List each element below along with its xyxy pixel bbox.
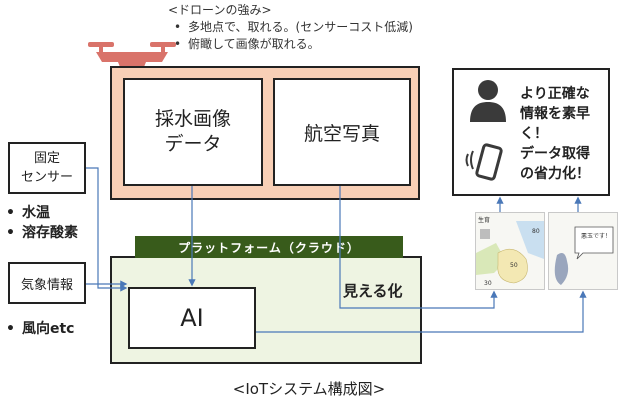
arrow-sensor-to-ai (86, 167, 128, 292)
weather-info-box: 気象情報 (8, 262, 86, 304)
weather-label: 気象情報 (20, 277, 73, 293)
vibration-icon (465, 150, 474, 170)
growth-map-drawing: 生育 80 50 30 (476, 216, 544, 287)
person-icon (470, 80, 506, 122)
sensor-line2: センサー (20, 170, 73, 185)
map1-label: 30 (484, 280, 492, 287)
arrow-aerial-to-map (339, 186, 498, 309)
growth-map-thumbnail: 生育 80 50 30 (475, 212, 545, 290)
list-item: •水温 (6, 205, 50, 221)
diagram-caption: <IoTシステム構成図> (232, 380, 386, 398)
smartphone-icon (465, 143, 503, 181)
platform-header-bar: プラットフォーム（クラウド） (135, 236, 403, 258)
water-card-line1: 採水画像 (154, 108, 231, 130)
platform-label: プラットフォーム（クラウド） (178, 240, 360, 255)
sensor-measurements-list: •水温 •溶存酸素 (6, 203, 78, 243)
pest-map-thumbnail: 悪玉です！ (548, 212, 618, 290)
aerial-card-label: 航空写真 (303, 122, 380, 145)
water-sample-image-card: 採水画像 データ (123, 78, 263, 186)
drone-strengths-notes: <ドローンの強み> •多地点で、取れる。(センサーコスト低減) •俯瞰して画像が… (168, 2, 413, 53)
drone-strength-item: •俯瞰して画像が取れる。 (174, 37, 320, 51)
sensor-line1: 固定 (33, 151, 60, 166)
list-item: •風向etc (6, 321, 75, 337)
fixed-sensor-box: 固定 センサー (8, 142, 86, 194)
weather-measurements-list: •風向etc (6, 319, 75, 339)
visualization-label: 見える化 (343, 282, 403, 300)
ai-box: AI (128, 287, 256, 349)
map1-title: 生育 (478, 216, 490, 224)
aerial-photo-card: 航空写真 (273, 78, 411, 186)
result-text: より正確な 情報を素早 く！ データ取得 の省力化！ (520, 86, 590, 182)
water-card-line2: データ (164, 133, 222, 155)
ai-label: AI (180, 304, 204, 332)
map2-bubble: 悪玉です！ (581, 233, 611, 240)
arrow-ai-to-map (256, 290, 587, 333)
map1-label: 80 (532, 228, 540, 235)
drone-strength-item: •多地点で、取れる。(センサーコスト低減) (174, 20, 413, 34)
pest-map-drawing: 悪玉です！ (554, 226, 614, 285)
map1-label: 50 (510, 262, 518, 269)
drone-strengths-heading: <ドローンの強み> (168, 3, 272, 17)
list-item: •溶存酸素 (6, 225, 78, 241)
